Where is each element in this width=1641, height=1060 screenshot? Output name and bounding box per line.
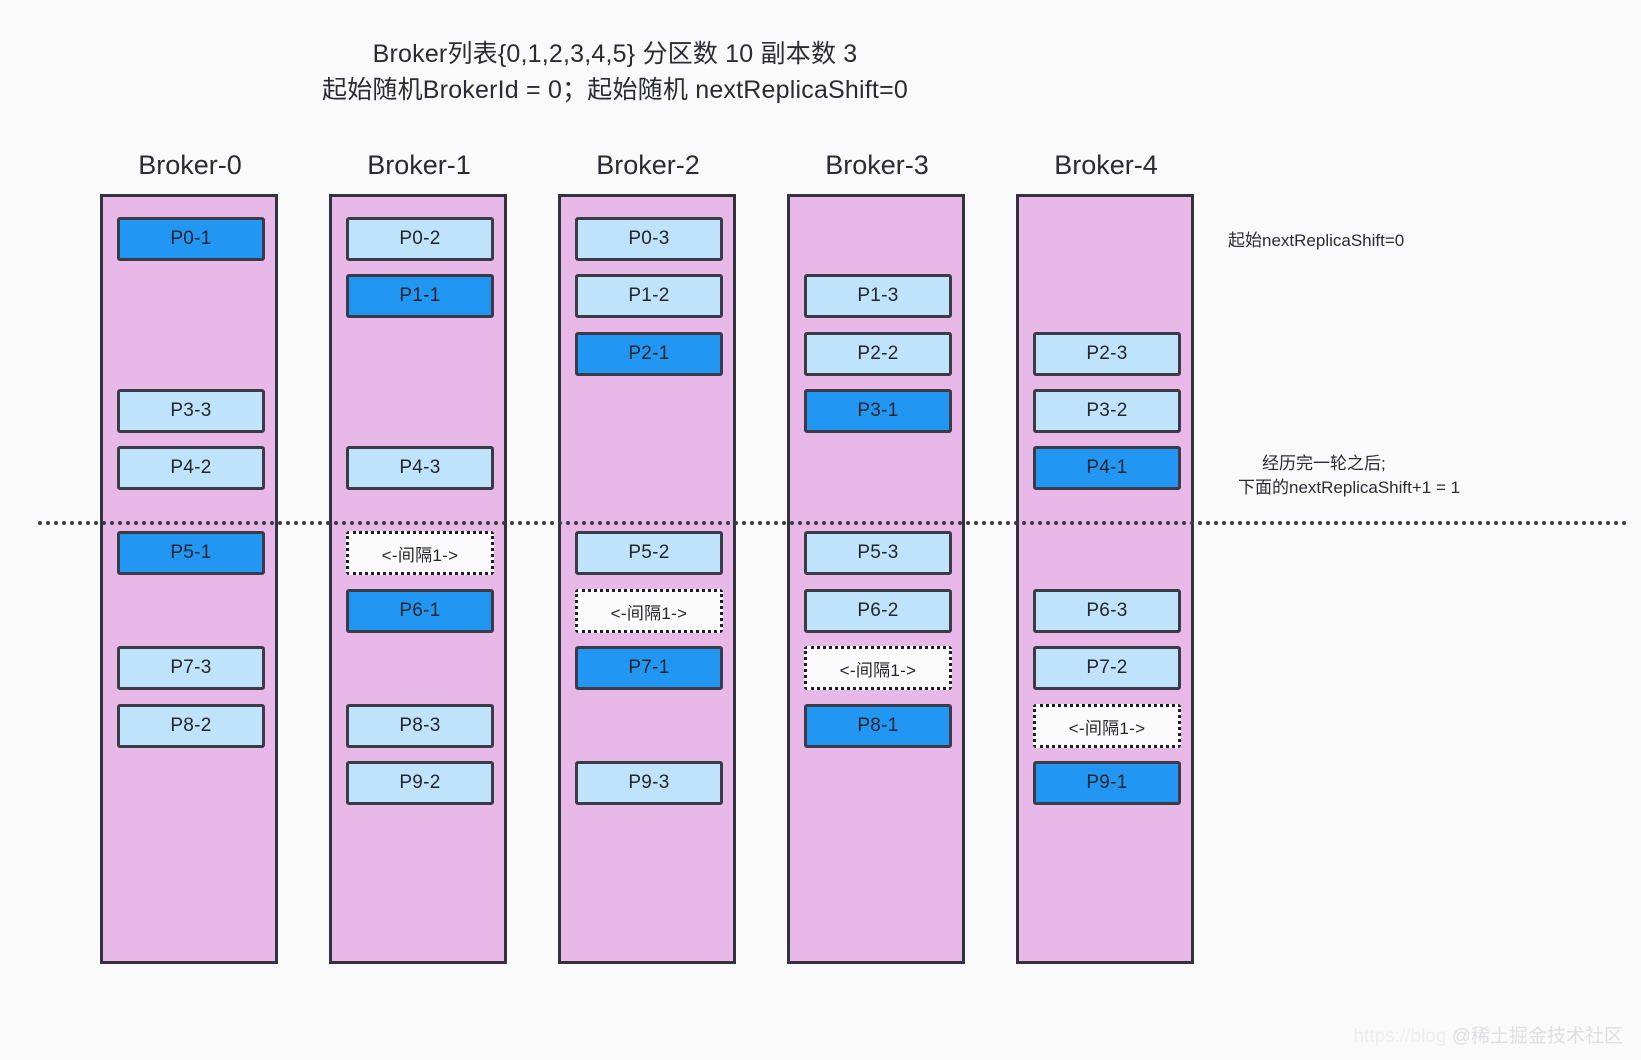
partition-replica-box: P2-1 bbox=[575, 332, 723, 376]
partition-replica-box: P2-2 bbox=[804, 332, 952, 376]
gap-marker-box: <-间隔1-> bbox=[575, 589, 723, 633]
partition-replica-box: P0-1 bbox=[117, 217, 265, 261]
annotation-round-complete: 经历完一轮之后; 下面的nextReplicaShift+1 = 1 bbox=[1238, 452, 1460, 500]
partition-replica-box: P5-1 bbox=[117, 531, 265, 575]
annotation-start-shift: 起始nextReplicaShift=0 bbox=[1228, 231, 1405, 250]
partition-replica-box: P1-3 bbox=[804, 274, 952, 318]
partition-replica-box: P7-3 bbox=[117, 646, 265, 690]
partition-replica-box: P1-2 bbox=[575, 274, 723, 318]
broker-label: Broker-1 bbox=[367, 150, 471, 180]
partition-replica-box: P8-1 bbox=[804, 704, 952, 748]
gap-marker-box: <-间隔1-> bbox=[804, 646, 952, 690]
partition-replica-box: P4-3 bbox=[346, 446, 494, 490]
partition-replica-box: P0-3 bbox=[575, 217, 723, 261]
broker-label: Broker-3 bbox=[825, 150, 929, 180]
partition-replica-box: P3-1 bbox=[804, 389, 952, 433]
partition-replica-box: P1-1 bbox=[346, 274, 494, 318]
title-line-1: Broker列表{0,1,2,3,4,5} 分区数 10 副本数 3 bbox=[372, 40, 858, 68]
partition-replica-box: P7-1 bbox=[575, 646, 723, 690]
partition-replica-box: P6-3 bbox=[1033, 589, 1181, 633]
partition-replica-box: P8-2 bbox=[117, 704, 265, 748]
annotation-round-line-2: 下面的nextReplicaShift+1 = 1 bbox=[1238, 478, 1461, 497]
round-divider-line bbox=[38, 521, 1628, 525]
partition-replica-box: P3-3 bbox=[117, 389, 265, 433]
partition-replica-box: P5-2 bbox=[575, 531, 723, 575]
partition-replica-box: P9-1 bbox=[1033, 761, 1181, 805]
partition-replica-box: P4-1 bbox=[1033, 446, 1181, 490]
partition-replica-box: P6-1 bbox=[346, 589, 494, 633]
broker-label: Broker-0 bbox=[138, 150, 242, 180]
watermark: https://blog @稀土掘金技术社区 bbox=[1353, 1021, 1623, 1048]
page-title: Broker列表{0,1,2,3,4,5} 分区数 10 副本数 3 起始随机B… bbox=[0, 36, 1230, 108]
partition-replica-box: P7-2 bbox=[1033, 646, 1181, 690]
partition-replica-box: P2-3 bbox=[1033, 332, 1181, 376]
gap-marker-box: <-间隔1-> bbox=[1033, 704, 1181, 748]
partition-replica-box: P9-2 bbox=[346, 761, 494, 805]
title-line-2: 起始随机BrokerId = 0；起始随机 nextReplicaShift=0 bbox=[322, 76, 908, 104]
broker-label: Broker-4 bbox=[1054, 150, 1158, 180]
partition-replica-box: P6-2 bbox=[804, 589, 952, 633]
annotation-round-line-1: 经历完一轮之后; bbox=[1262, 454, 1386, 473]
partition-replica-box: P3-2 bbox=[1033, 389, 1181, 433]
gap-marker-box: <-间隔1-> bbox=[346, 531, 494, 575]
partition-replica-box: P4-2 bbox=[117, 446, 265, 490]
broker-label: Broker-2 bbox=[596, 150, 700, 180]
partition-replica-box: P8-3 bbox=[346, 704, 494, 748]
partition-replica-box: P0-2 bbox=[346, 217, 494, 261]
watermark-url: https://blog bbox=[1353, 1026, 1447, 1047]
watermark-handle: @稀土掘金技术社区 bbox=[1451, 1026, 1623, 1047]
partition-replica-box: P9-3 bbox=[575, 761, 723, 805]
partition-replica-box: P5-3 bbox=[804, 531, 952, 575]
